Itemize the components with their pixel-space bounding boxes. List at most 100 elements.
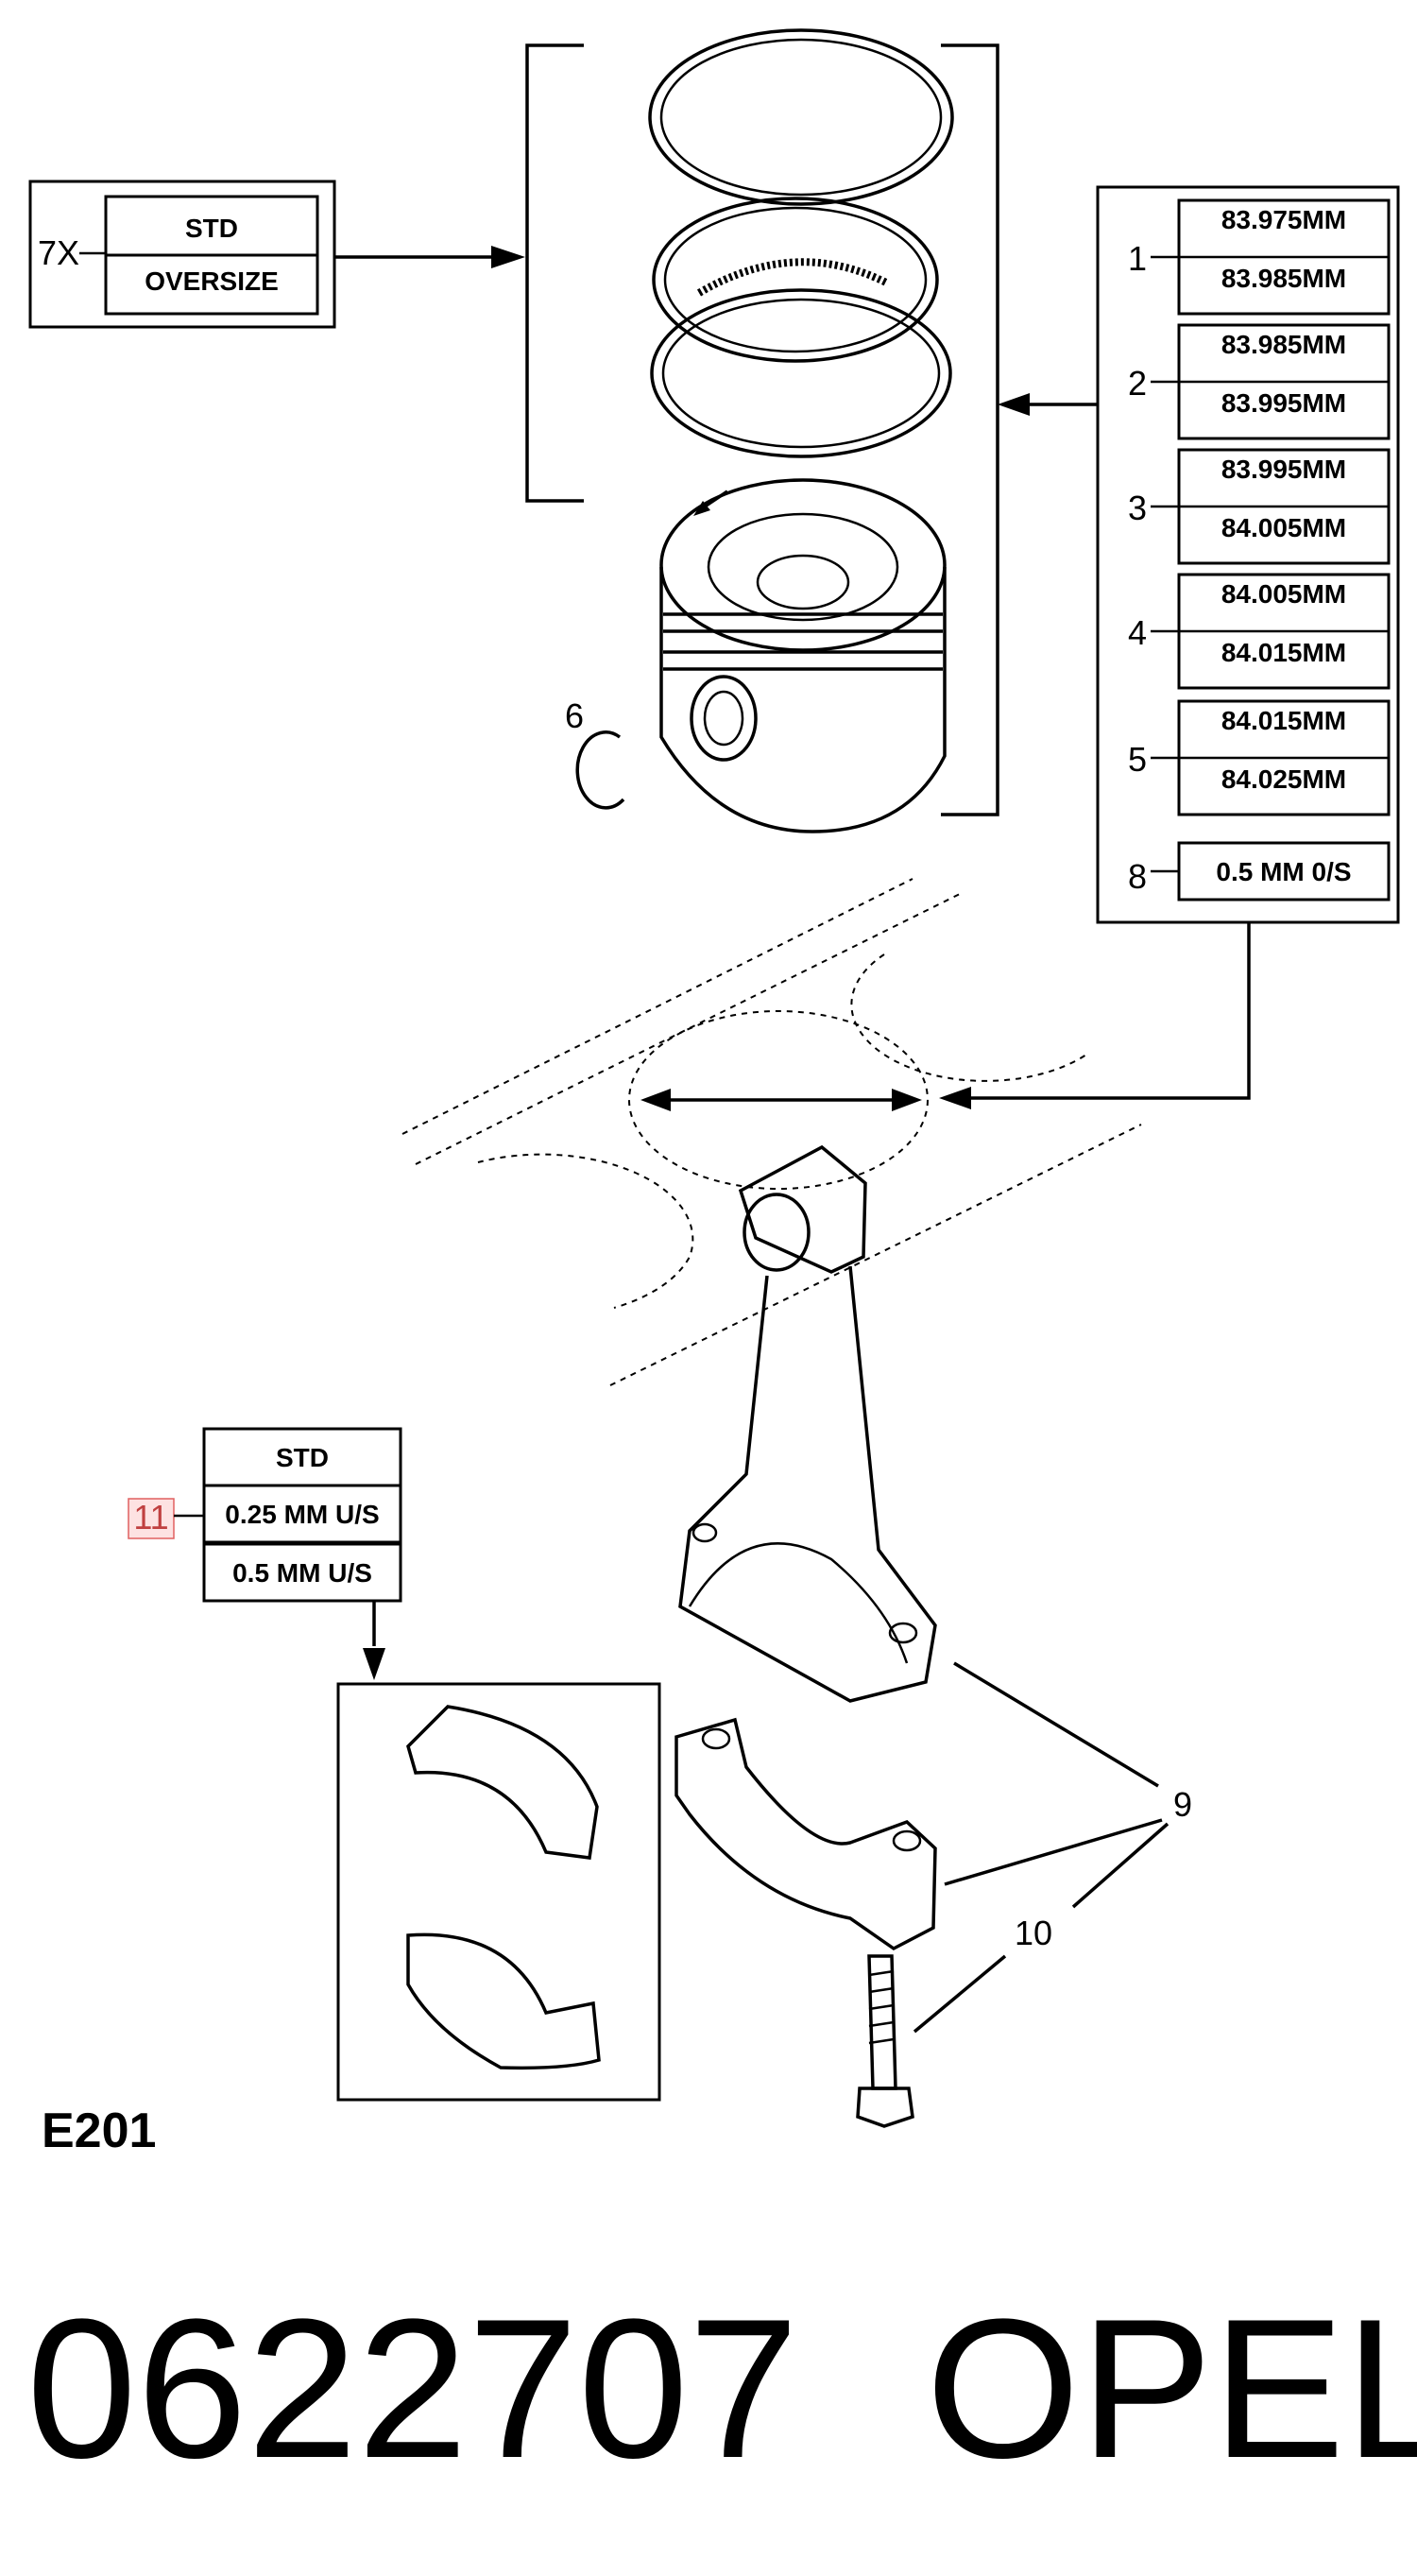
bearing-selector: STD 0.25 MM U/S 0.5 MM U/S 11 [128, 1427, 402, 1680]
second-ring [652, 197, 939, 363]
oil-ring [650, 288, 952, 458]
conrod-bolt-hole-right [888, 1622, 918, 1644]
callout-9-leader-cap [944, 1818, 1163, 1886]
size-row-oversize-box [1177, 841, 1391, 902]
piston-pin-bore [703, 690, 744, 747]
right-bracket [941, 43, 999, 816]
upper-bearing-shell [406, 1705, 599, 1860]
size-row-oversize: 0.5 MM 0/S 8 [1128, 841, 1391, 902]
ring-option-std-box [104, 195, 319, 257]
bolt-thread-5 [868, 2037, 895, 2045]
piston-size-table: 83.975MM 83.985MM 1 83.985MM 83.995MM 2 … [939, 185, 1400, 1109]
size-row-1-callout: 1 [1128, 239, 1147, 278]
piston-skirt [659, 567, 947, 833]
size-row-3-min: 83.995MM [1221, 455, 1346, 484]
bearing-025-box [202, 1484, 402, 1544]
piston-direction-arrowhead [693, 501, 710, 516]
bearing-option-05: 0.5 MM U/S [232, 1558, 372, 1588]
bolt-thread-2 [868, 1986, 895, 1994]
snap-ring-callout: 6 [565, 696, 584, 735]
size-row-2: 83.985MM 83.995MM 2 [1128, 323, 1391, 440]
bolt-thread-1 [868, 1969, 895, 1977]
conrod-callout: 9 [1173, 1785, 1192, 1824]
bearing-std-box [202, 1427, 402, 1487]
size-row-3: 83.995MM 84.005MM 3 [1128, 448, 1391, 565]
size-row-oversize-label: 0.5 MM 0/S [1216, 857, 1351, 886]
ring-option-oversize-box [104, 253, 319, 316]
piston-bowl-center [756, 554, 850, 610]
bolt-thread-3 [868, 2003, 895, 2011]
bore-front [477, 1153, 694, 1309]
callout-9-leader-tie [1071, 1822, 1169, 1909]
bolt-thread-4 [868, 2020, 895, 2028]
table-to-piston-arrowhead [998, 393, 1030, 416]
bolt-head [856, 2087, 914, 2128]
ring-set-box: STD OVERSIZE 7X [28, 180, 525, 329]
part-number: 0622707 [26, 2277, 799, 2499]
oil-ring-spring [696, 258, 890, 297]
diagram-code: E201 [42, 2104, 156, 2158]
bearing-shells-frame [336, 1682, 661, 2102]
ring-option-std: STD [185, 214, 238, 243]
size-row-2-min: 83.985MM [1221, 330, 1346, 359]
brand-name: OPEL [926, 2277, 1417, 2499]
size-row-4: 84.005MM 84.015MM 4 [1128, 573, 1391, 690]
lower-bearing-shell [406, 1932, 601, 2070]
connecting-rod [678, 1144, 937, 1703]
callout-9-leader-rod [953, 1661, 1159, 1788]
callout-10-leader [913, 1954, 1007, 2034]
callout-leaders: 9 10 [913, 1661, 1192, 2034]
bearing-arrowhead [363, 1648, 385, 1680]
bore-diameter-arrow-right [892, 1089, 922, 1111]
bolt-callout: 10 [1015, 1914, 1052, 1952]
size-row-5-max: 84.025MM [1221, 764, 1346, 794]
table-to-bore-arrowhead [939, 1087, 971, 1109]
conrod-big-end-arc [688, 1542, 909, 1664]
top-ring-inner [659, 38, 943, 197]
conrod-cap [674, 1717, 937, 1951]
bearing-option-std: STD [276, 1443, 329, 1472]
piston-bowl [707, 512, 899, 622]
piston-crown [659, 478, 947, 652]
bearing-callout-highlight [128, 1498, 175, 1539]
conrod-small-end-bore [743, 1193, 811, 1272]
size-row-2-max: 83.995MM [1221, 388, 1346, 418]
piston-group-bracket [525, 43, 999, 816]
bearing-shells [336, 1682, 661, 2102]
bearing-callout: 11 [133, 1498, 168, 1537]
size-row-5-min: 84.015MM [1221, 706, 1346, 735]
size-row-1-max: 83.985MM [1221, 264, 1346, 293]
ring-set-arrowhead [491, 246, 525, 268]
conrod-bolt-hole-left [691, 1522, 718, 1543]
snap-ring: 6 [565, 696, 625, 810]
conrod-bolt [856, 1954, 914, 2128]
block-edge-bottom [609, 1124, 1142, 1386]
second-ring-inner [663, 206, 928, 353]
bore-center [628, 1010, 929, 1190]
size-row-4-max: 84.015MM [1221, 638, 1346, 667]
size-row-5-callout: 5 [1128, 740, 1147, 779]
oil-ring-inner [661, 298, 941, 449]
piston [659, 478, 947, 833]
size-row-3-callout: 3 [1128, 489, 1147, 527]
snap-ring-shape [575, 730, 625, 810]
bearing-option-025: 0.25 MM U/S [225, 1500, 379, 1529]
ring-option-oversize: OVERSIZE [145, 266, 279, 296]
bore-diameter-arrow-left [640, 1089, 671, 1111]
conrod-cap-shape [674, 1717, 937, 1951]
cylinder-block [401, 878, 1142, 1386]
piston-pin-boss [690, 675, 758, 762]
left-bracket [525, 43, 584, 503]
table-to-bore-leader [948, 922, 1251, 1100]
ring-qty-label: 7X [38, 233, 79, 272]
size-row-oversize-callout: 8 [1128, 857, 1147, 896]
size-row-2-callout: 2 [1128, 364, 1147, 403]
block-edge-top [401, 878, 913, 1135]
size-row-4-callout: 4 [1128, 613, 1147, 652]
conrod-small-end [738, 1144, 867, 1274]
size-row-1-min: 83.975MM [1221, 205, 1346, 234]
size-row-5: 84.015MM 84.025MM 5 [1128, 699, 1391, 816]
size-row-4-min: 84.005MM [1221, 579, 1346, 609]
